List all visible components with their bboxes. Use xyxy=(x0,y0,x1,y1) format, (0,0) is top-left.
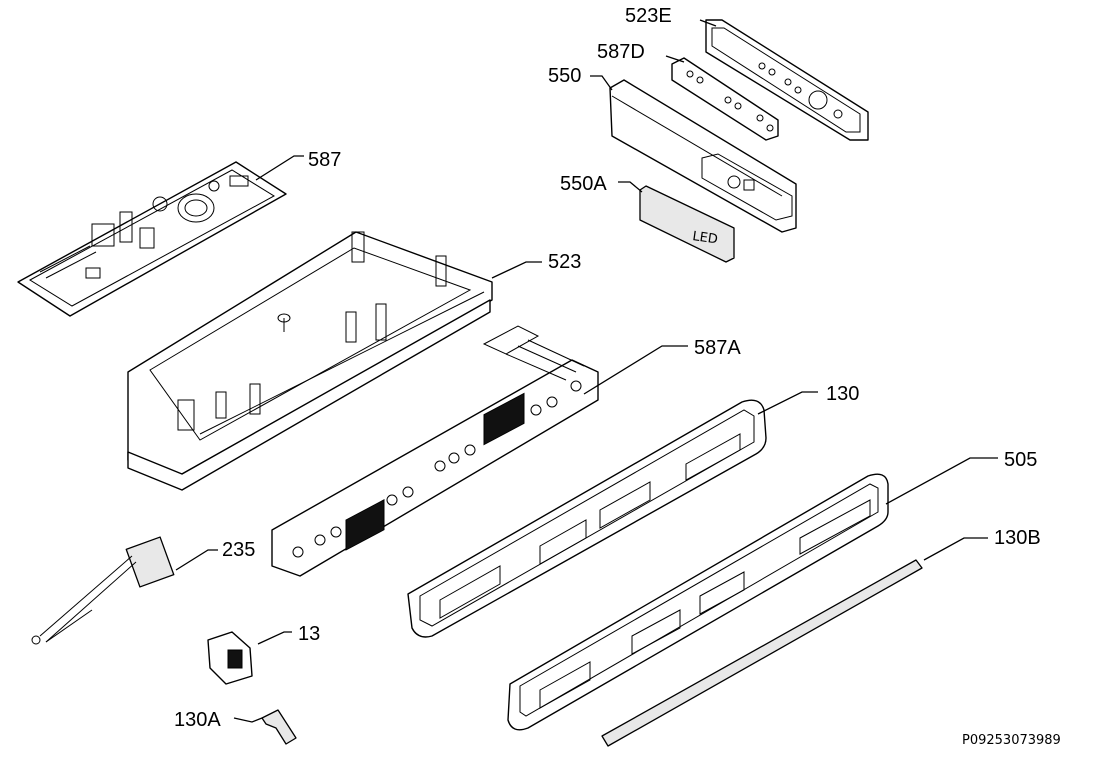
part-550-cover xyxy=(609,79,797,233)
label-550a: 550A xyxy=(560,173,607,195)
leader-13 xyxy=(257,631,292,645)
part-13-switch xyxy=(207,631,253,685)
reference-number: P09253073989 xyxy=(962,733,1061,748)
part-130b-strip xyxy=(601,559,923,747)
label-130a: 130A xyxy=(174,709,221,731)
leader-587 xyxy=(255,155,304,181)
label-587d: 587D xyxy=(597,41,645,63)
leader-130b xyxy=(923,537,988,561)
part-550a-led-cover: LED xyxy=(639,185,735,263)
label-523e: 523E xyxy=(625,5,672,27)
leader-523e xyxy=(699,19,717,27)
part-235-sensor xyxy=(31,536,175,645)
label-587a: 587A xyxy=(694,337,741,359)
part-130-frame xyxy=(407,399,767,638)
label-235: 235 xyxy=(222,539,255,561)
label-13: 13 xyxy=(298,623,320,645)
part-523-housing xyxy=(127,231,493,491)
leader-587d xyxy=(665,55,685,63)
label-587: 587 xyxy=(308,149,341,171)
part-505-bezel xyxy=(507,473,889,731)
leader-587a xyxy=(583,345,688,395)
label-130: 130 xyxy=(826,383,859,405)
leader-550 xyxy=(590,75,613,91)
label-523: 523 xyxy=(548,251,581,273)
led-text: LED xyxy=(691,229,718,247)
label-550: 550 xyxy=(548,65,581,87)
part-587d-board xyxy=(671,57,779,141)
leader-lines xyxy=(175,19,998,723)
leader-505 xyxy=(885,457,998,505)
label-505: 505 xyxy=(1004,449,1037,471)
label-130b: 130B xyxy=(994,527,1041,549)
leader-550a xyxy=(618,181,643,193)
part-587a-display-board xyxy=(271,325,599,577)
part-130a-clip xyxy=(261,709,297,745)
leader-130 xyxy=(757,391,818,415)
part-labels: 523E 587D 550 550A 587 523 587A 130 505 … xyxy=(174,5,1061,748)
part-523e-panel xyxy=(705,19,869,141)
part-587-main-board xyxy=(17,161,287,317)
leader-523 xyxy=(491,261,542,279)
leader-130a xyxy=(233,717,263,723)
leader-235 xyxy=(175,549,218,571)
